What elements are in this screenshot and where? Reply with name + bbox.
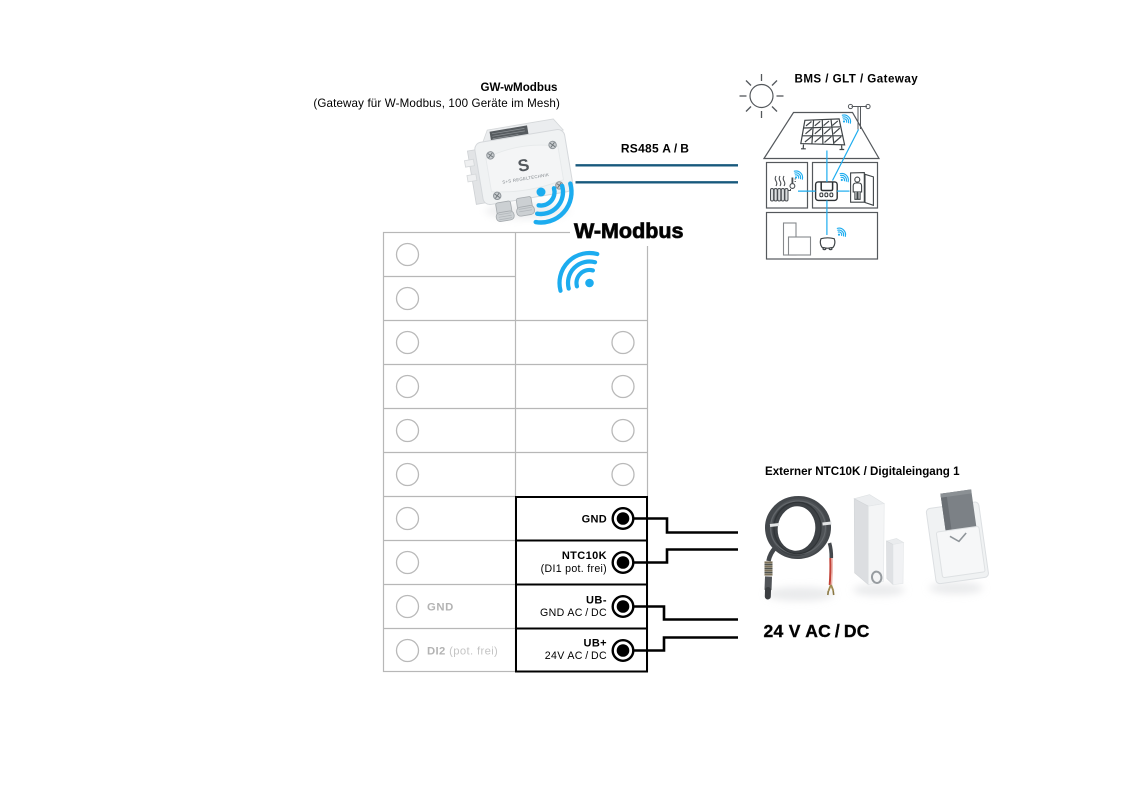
svg-text:GND: GND xyxy=(427,602,454,614)
svg-text:UB-: UB- xyxy=(586,595,607,607)
svg-text:W-Modbus: W-Modbus xyxy=(574,219,683,243)
svg-text:S: S xyxy=(516,155,530,176)
svg-text:Externer NTC10K / Digitaleinga: Externer NTC10K / Digitaleingang 1 xyxy=(765,465,960,478)
svg-text:UB+: UB+ xyxy=(583,638,607,650)
svg-text:24V AC / DC: 24V AC / DC xyxy=(545,650,607,662)
svg-text:(DI1 pot. frei): (DI1 pot. frei) xyxy=(541,563,607,575)
svg-text:BMS / GLT / Gateway: BMS / GLT / Gateway xyxy=(795,73,919,86)
svg-text:24 V AC / DC: 24 V AC / DC xyxy=(764,621,870,641)
svg-text:DI2 (pot. frei): DI2 (pot. frei) xyxy=(427,646,498,658)
svg-text:GND AC / DC: GND AC / DC xyxy=(540,607,607,619)
svg-text:GND: GND xyxy=(582,514,607,526)
svg-text:(Gateway für W-Modbus, 100 Ger: (Gateway für W-Modbus, 100 Geräte im Mes… xyxy=(313,97,560,110)
svg-text:RS485 A / B: RS485 A / B xyxy=(621,142,689,156)
svg-text:NTC10K: NTC10K xyxy=(562,550,607,562)
svg-text:GW-wModbus: GW-wModbus xyxy=(480,81,557,94)
